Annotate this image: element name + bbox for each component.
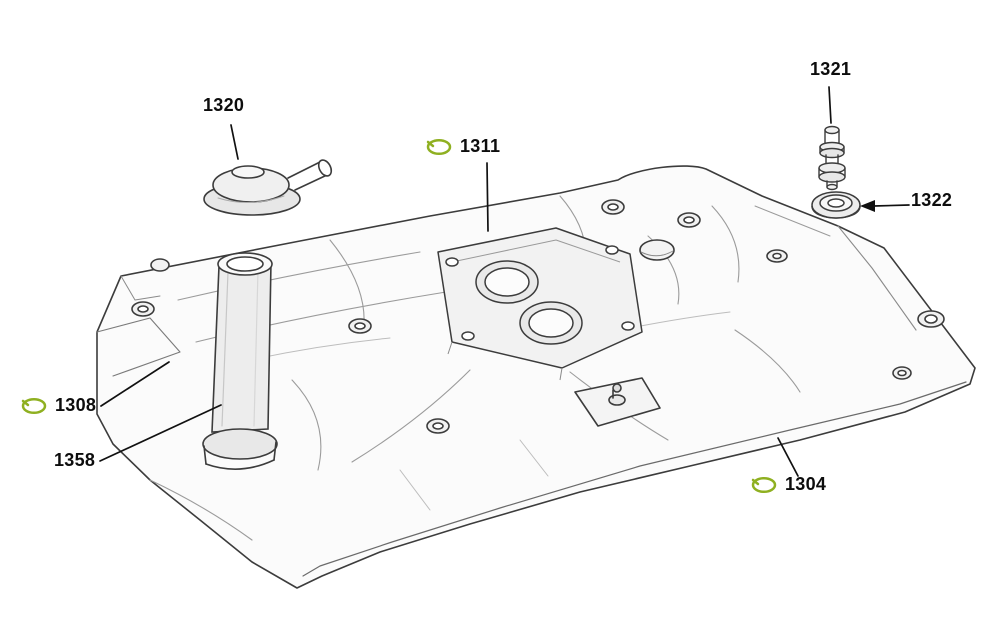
carburetor-pad	[437, 227, 643, 381]
callout-1321: 1321	[810, 59, 852, 80]
callout-1304: 1304	[750, 474, 827, 495]
pcv-fitting	[818, 125, 846, 191]
leader-lines	[99, 86, 910, 477]
leader-1322-arrowhead	[860, 200, 875, 212]
callout-1322: 1322	[911, 190, 953, 211]
part-number: 1304	[785, 474, 827, 494]
callout-1358: 1358	[54, 450, 96, 471]
part-number: 1358	[54, 450, 96, 470]
part-number: 1322	[911, 190, 953, 210]
leader-1320	[230, 124, 239, 160]
oil-filler-tube	[202, 252, 278, 470]
callout-1311: 1311	[425, 136, 501, 157]
gasket-icon	[751, 477, 777, 494]
leader-1322	[873, 204, 910, 207]
breather-cap	[203, 159, 333, 216]
grommet	[811, 191, 861, 219]
leader-1311	[486, 162, 489, 232]
leader-1321	[828, 86, 832, 124]
callout-1308: 1308	[20, 395, 97, 416]
part-number: 1321	[810, 59, 852, 79]
gasket-icon	[426, 139, 452, 156]
part-number: 1320	[203, 95, 245, 115]
gasket-icon	[21, 398, 47, 415]
leader-1308	[100, 361, 170, 407]
part-number: 1308	[55, 395, 97, 415]
callout-1320: 1320	[203, 95, 245, 116]
part-number: 1311	[460, 136, 501, 156]
leader-1358	[99, 404, 222, 462]
leader-1304	[777, 437, 799, 477]
